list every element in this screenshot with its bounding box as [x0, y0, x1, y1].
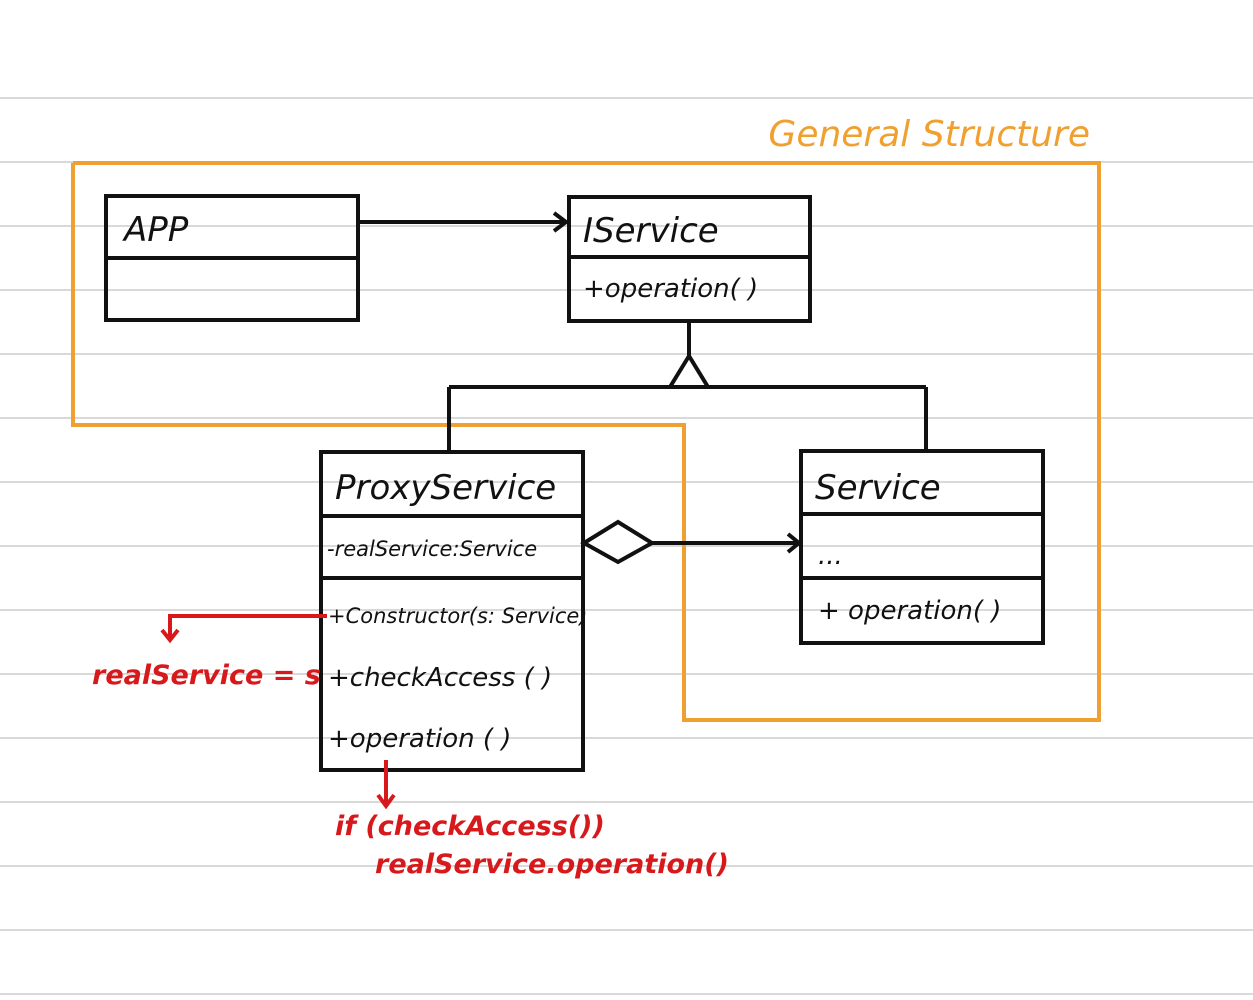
class-proxy-service: ProxyService -realService:Service +Const…	[319, 450, 588, 772]
class-iservice-name: IService	[583, 211, 719, 251]
note-operation-line-2: realService.operation()	[375, 849, 729, 880]
class-proxy-method-checkaccess: +checkAccess ( )	[328, 663, 552, 693]
class-proxy-method-constructor: +Constructor(s: Service)	[328, 604, 588, 628]
note-operation-line-1: if (checkAccess())	[335, 811, 605, 842]
class-service-box	[799, 449, 1045, 645]
aggregation-proxy-service	[580, 519, 803, 565]
class-service: Service ... + operation( )	[799, 449, 1045, 645]
note-constructor-arrow	[168, 614, 327, 638]
arrowhead-icon	[160, 628, 180, 644]
inheritance-connector	[447, 321, 928, 452]
class-proxy-box	[319, 450, 585, 772]
ruled-lines	[0, 97, 1253, 995]
aggregation-diamond-icon	[580, 519, 656, 565]
note-operation: if (checkAccess()) realService.operation…	[335, 760, 729, 880]
general-structure-frame	[71, 161, 1101, 722]
class-app: APP	[104, 194, 360, 322]
class-service-name: Service	[815, 468, 941, 508]
class-proxy-name: ProxyService	[335, 468, 556, 508]
class-proxy-field: -realService:Service	[327, 537, 537, 561]
inheritance-triangle-icon	[666, 352, 712, 389]
note-constructor-text: realService = s	[92, 660, 321, 691]
note-constructor: realService = s	[92, 614, 327, 691]
association-app-iservice	[358, 211, 570, 233]
arrowhead-open	[552, 211, 570, 233]
arrowhead-open	[786, 532, 803, 554]
class-service-method: + operation( )	[818, 596, 1001, 626]
class-iservice: IService +operation( )	[567, 195, 812, 323]
class-iservice-method: +operation( )	[583, 274, 758, 304]
class-service-field: ...	[818, 541, 843, 571]
class-proxy-method-operation: +operation ( )	[328, 724, 511, 754]
general-structure-title: General Structure	[768, 114, 1090, 155]
class-app-name: APP	[122, 210, 189, 250]
arrowhead-icon	[376, 793, 396, 810]
